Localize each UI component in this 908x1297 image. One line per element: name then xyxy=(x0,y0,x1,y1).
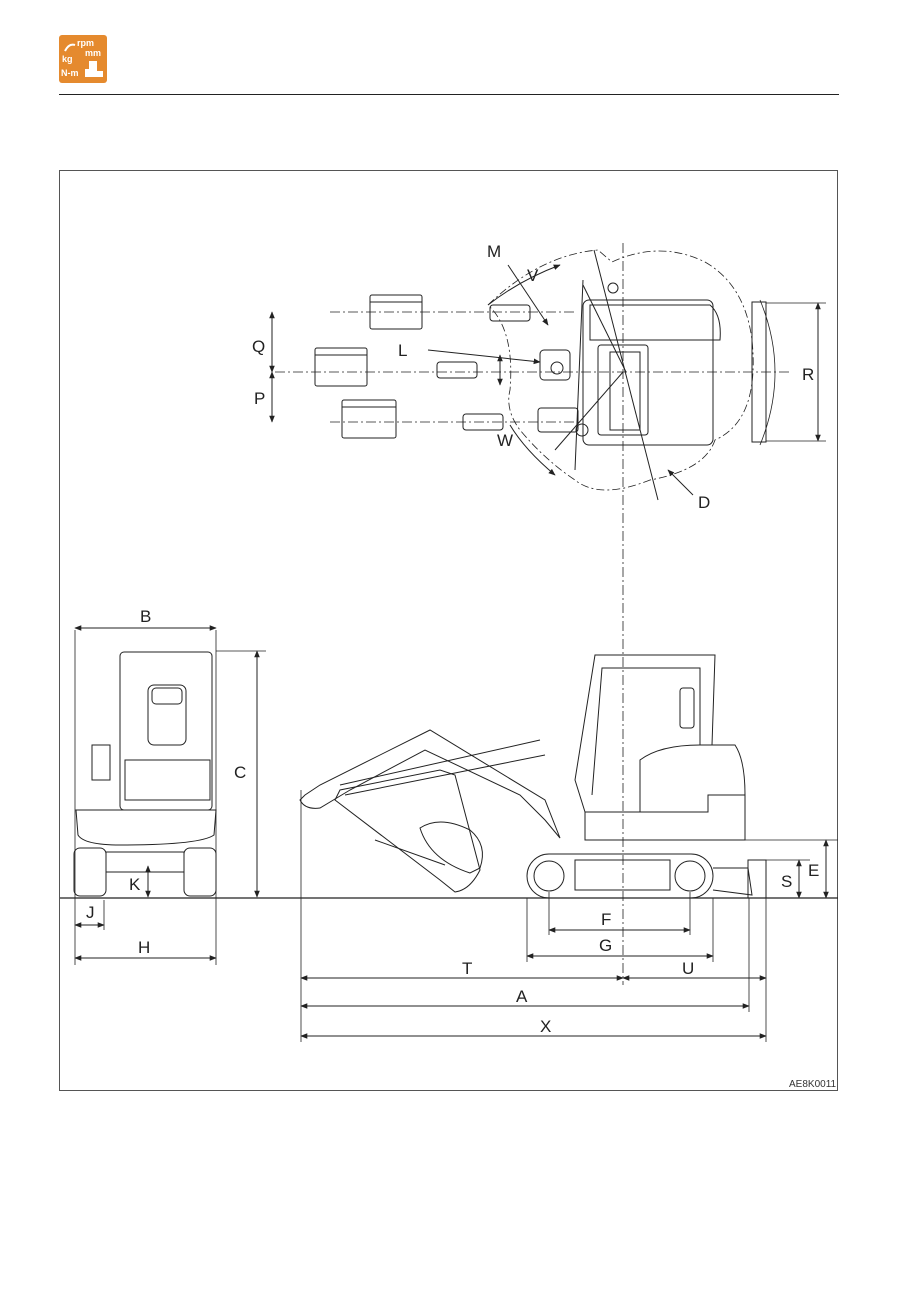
label-t: T xyxy=(462,959,472,978)
rotation-arc-glyph xyxy=(64,43,76,52)
counterweight-front xyxy=(75,809,217,846)
label-m: M xyxy=(487,242,501,261)
boom-outline xyxy=(299,729,561,839)
label-x: X xyxy=(540,1017,551,1036)
right-track-front xyxy=(183,847,217,897)
front-view xyxy=(73,625,266,965)
label-r: R xyxy=(802,365,814,384)
top-lamp xyxy=(607,282,619,294)
leader-m xyxy=(507,264,549,326)
label-k: K xyxy=(129,875,141,894)
boom-hydraulic-line-2 xyxy=(344,754,546,796)
label-h: H xyxy=(138,938,150,957)
bucket-position-left xyxy=(369,294,531,330)
label-p: P xyxy=(254,389,265,408)
bucket-cylinder xyxy=(374,839,446,866)
arm-outline xyxy=(334,769,481,893)
mini-excavator-glyph xyxy=(85,61,103,77)
track-frame xyxy=(574,859,671,891)
dozer-blade-front xyxy=(747,859,767,899)
engine-hood-outline xyxy=(589,304,721,341)
bucket-position-center xyxy=(314,347,478,387)
label-d: D xyxy=(698,493,710,512)
label-u: U xyxy=(682,959,694,978)
arc-w xyxy=(509,424,556,476)
canopy-inner xyxy=(591,667,701,796)
figure-id: AE8K0011 xyxy=(789,1079,837,1090)
upper-structure-outline xyxy=(582,299,714,446)
label-j: J xyxy=(86,903,95,922)
crawler-track xyxy=(526,853,714,899)
label-s: S xyxy=(781,872,792,891)
logo-text-nm: N-m xyxy=(61,68,79,78)
rear-swing-arc xyxy=(759,299,776,446)
logo-text-rpm: rpm xyxy=(77,38,94,48)
canopy-side xyxy=(574,654,716,813)
side-light xyxy=(91,744,111,781)
logo-text-mm: mm xyxy=(85,48,101,58)
label-l: L xyxy=(398,341,407,360)
arc-v xyxy=(487,264,561,306)
units-logo-graphic: rpm mm kg N-m xyxy=(61,38,103,78)
cab-window xyxy=(609,351,641,431)
engine-front xyxy=(124,759,211,801)
swing-angle-line-left xyxy=(574,279,584,471)
front-swing-envelope xyxy=(487,249,754,491)
operator-seat xyxy=(147,684,187,746)
label-f: F xyxy=(601,910,611,929)
units-logo-icon: rpm mm kg N-m xyxy=(59,35,107,83)
boom-swing-bracket xyxy=(539,349,571,381)
bucket-position-right xyxy=(341,399,504,439)
top-view xyxy=(269,243,826,985)
header-divider xyxy=(59,94,839,95)
dimension-diagram-frame xyxy=(59,170,838,1091)
logo-text-kg: kg xyxy=(62,54,73,64)
leader-l xyxy=(427,349,541,365)
label-c: C xyxy=(234,763,246,782)
engine-cover-side xyxy=(639,744,746,813)
label-w: W xyxy=(497,431,513,450)
dozer-blade-top xyxy=(751,301,767,443)
seat-back-side xyxy=(679,687,695,729)
bucket-outline xyxy=(419,821,483,874)
canopy-frame xyxy=(119,651,213,811)
d-leader-line xyxy=(593,249,659,501)
leader-d xyxy=(667,469,694,496)
dimension-labels: M V Q L R P W D B C K J H E S F G T U A … xyxy=(86,242,837,1090)
left-track-front xyxy=(73,847,107,897)
dozer-blade-side xyxy=(712,867,753,896)
label-b: B xyxy=(140,607,151,626)
undercarriage-front xyxy=(105,851,185,873)
label-a: A xyxy=(516,987,528,1006)
label-q: Q xyxy=(252,337,265,356)
boom-hydraulic-line-1 xyxy=(339,739,541,786)
idler-wheel xyxy=(533,860,565,892)
sprocket-wheel xyxy=(674,860,706,892)
cab-outline xyxy=(597,344,649,436)
label-v: V xyxy=(527,266,539,285)
upper-structure-side xyxy=(584,794,746,841)
swing-cylinder-lower xyxy=(537,407,579,433)
label-e: E xyxy=(808,861,819,880)
side-view xyxy=(299,654,838,1042)
label-g: G xyxy=(599,936,612,955)
